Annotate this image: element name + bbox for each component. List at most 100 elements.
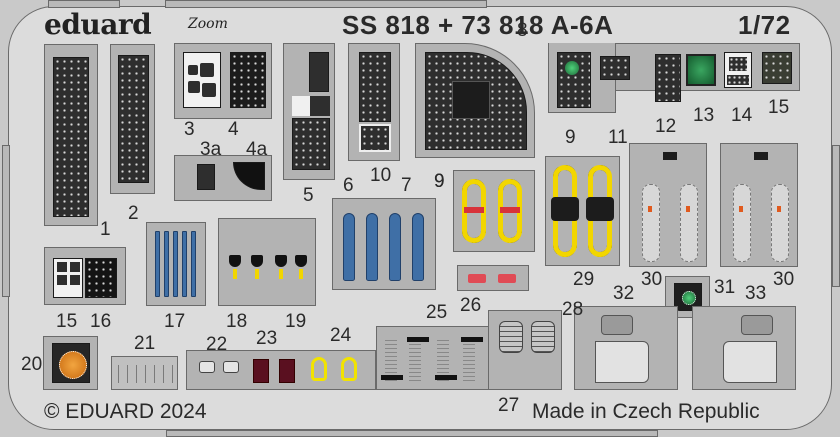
part-label: 30 [773, 269, 795, 290]
part-label: 3 [184, 119, 195, 140]
part-label: 28 [562, 299, 584, 320]
part-28-fret [457, 265, 529, 291]
radar-panel [557, 52, 591, 108]
part-5-fret [283, 43, 335, 180]
part-label: 7 [401, 175, 412, 196]
instrument-cluster-black [230, 52, 266, 108]
brand-logo: eduard [44, 8, 152, 41]
strap [182, 231, 187, 297]
part-label: 25 [426, 302, 448, 323]
zoom-logo: Zoom [188, 16, 228, 32]
keypad-panel [724, 52, 752, 88]
part-label: 1 [100, 219, 111, 240]
part-label: 16 [90, 311, 112, 332]
small-panel-white [53, 258, 83, 298]
part-6-7-fret [332, 198, 436, 290]
switch-panel-12 [600, 56, 630, 80]
part-32-fret [629, 143, 707, 267]
part-3a-4a-fret [174, 155, 272, 201]
rudder-pedal-35 [692, 306, 796, 390]
console-panel-icon [53, 57, 89, 217]
parts-24-27-fret [186, 350, 376, 390]
frame-bar [2, 145, 10, 297]
copyright-text: © EDUARD 2024 [44, 400, 207, 423]
harness-strap [366, 213, 378, 281]
part-8-fret [348, 43, 400, 161]
part-label: 9 [434, 171, 445, 192]
part-31-fret [545, 156, 620, 266]
harness-strap [412, 213, 424, 281]
switch-panel [292, 118, 330, 170]
control-box [762, 52, 792, 84]
part-label: 6 [343, 175, 354, 196]
rudder-pedal-34 [574, 306, 678, 390]
part-label: 4a [246, 139, 268, 160]
part-9-fret [453, 170, 535, 252]
instrument-segment [233, 162, 265, 190]
part-label: 5 [303, 185, 314, 206]
part-label: 2 [128, 203, 139, 224]
part-2-fret [110, 44, 155, 194]
part-label: 29 [573, 269, 595, 290]
harness-strap [343, 213, 355, 281]
instrument-cluster-white [183, 52, 221, 108]
part-label: 15 [768, 97, 790, 118]
part-label: 21 [134, 333, 156, 354]
part-label: 24 [330, 325, 352, 346]
part-label: 26 [460, 295, 482, 316]
part-29-fret [488, 310, 562, 390]
part-label: 3a [200, 139, 222, 160]
part-label: 15 [56, 311, 78, 332]
scale-label: 1/72 [738, 10, 791, 40]
part-17-18-fret [44, 247, 126, 305]
part-19-fret [146, 222, 206, 306]
small-panel-black [85, 258, 117, 298]
part-3-4-fret [174, 43, 272, 119]
part-label: 14 [731, 105, 753, 126]
switch-panel-13 [655, 54, 681, 102]
part-23-fret [111, 356, 178, 390]
part-label: 30 [641, 269, 663, 290]
frame-bar [48, 0, 120, 8]
part-label: 27 [498, 395, 520, 416]
part-label: 32 [613, 283, 635, 304]
part-label: 10 [370, 165, 392, 186]
part-label: 11 [608, 127, 628, 148]
part-label: 4 [228, 119, 239, 140]
part-label: 8 [517, 20, 528, 41]
part-label: 19 [285, 311, 307, 332]
part-label: 17 [164, 311, 186, 332]
part-label: 20 [21, 354, 43, 375]
part-32-fret [720, 143, 798, 267]
part-label: 12 [655, 116, 677, 137]
strap [173, 231, 178, 297]
side-console [359, 124, 391, 152]
switch-panel [309, 52, 329, 92]
product-title: SS 818 + 73 818 A-6A [342, 10, 614, 40]
part-1-fret [44, 44, 98, 226]
part-label: 18 [226, 311, 248, 332]
dial-instrument [52, 343, 90, 383]
origin-text: Made in Czech Republic [532, 400, 760, 423]
part-label: 9 [565, 127, 576, 148]
part-label: 22 [206, 334, 228, 355]
part-label: 31 [714, 277, 736, 298]
part-label: 13 [693, 105, 715, 126]
part-27-fret [376, 326, 490, 390]
strap [164, 231, 169, 297]
part-label: 33 [745, 283, 767, 304]
strap [155, 231, 160, 297]
main-instrument-panel [425, 52, 527, 150]
strap [191, 231, 196, 297]
part-label: 9 [434, 171, 445, 192]
frame-bar [166, 430, 658, 437]
frame-bar [165, 0, 487, 8]
console-panel-icon [118, 55, 149, 183]
radar-screen [686, 54, 716, 86]
harness-strap [389, 213, 401, 281]
part-20-21-fret [218, 218, 316, 306]
part-label: 23 [256, 328, 278, 349]
frame-bar [832, 145, 840, 287]
side-console [359, 52, 391, 122]
part-22-fret [43, 336, 98, 390]
